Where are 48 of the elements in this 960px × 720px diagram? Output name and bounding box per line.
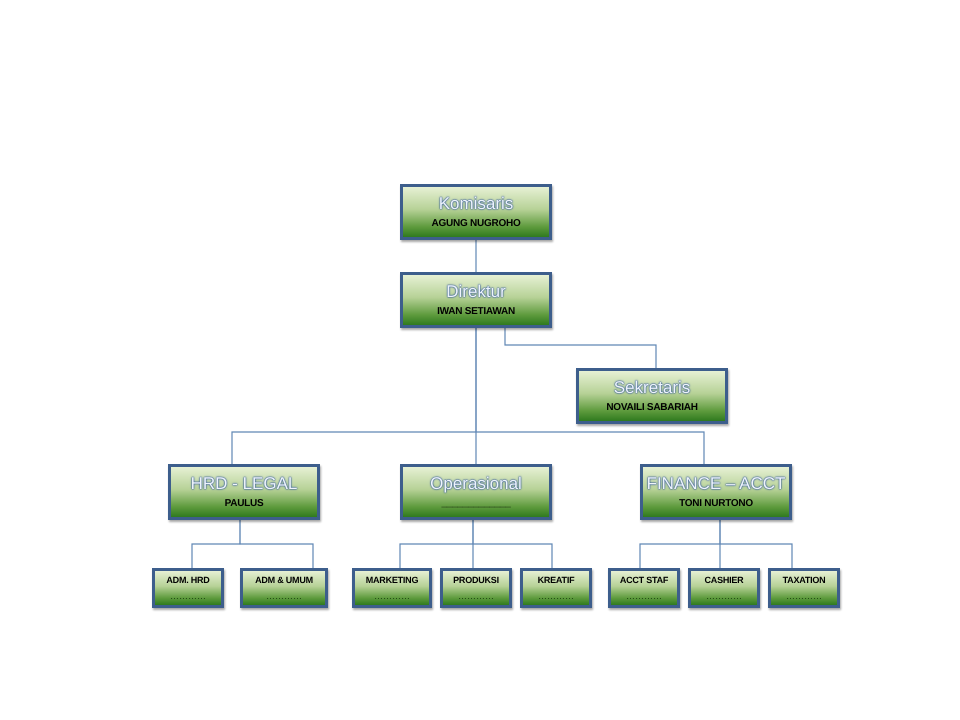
- placeholder-text: …………: [706, 590, 742, 602]
- person-name: NOVAILI SABARIAH: [606, 402, 698, 414]
- connector-line: [472, 520, 553, 568]
- unit-name: MARKETING: [366, 574, 418, 586]
- unit-name: ACCT STAF: [620, 574, 668, 586]
- connector-line: [239, 520, 314, 568]
- org-box: [240, 568, 328, 608]
- connector-line: [475, 328, 705, 464]
- org-box: [400, 184, 552, 240]
- person-name: IWAN SETIAWAN: [437, 306, 515, 318]
- org-box: [520, 568, 592, 608]
- unit-name: ADM & UMUM: [255, 574, 313, 586]
- person-name: TONI NURTONO: [679, 498, 753, 510]
- placeholder-text: …………: [374, 590, 410, 602]
- org-box: [168, 464, 320, 520]
- unit-name: PRODUKSI: [453, 574, 499, 586]
- person-name: PAULUS: [224, 498, 264, 510]
- unit-name: CASHIER: [704, 574, 744, 586]
- org-box: [640, 464, 792, 520]
- position-title: Komisaris: [438, 194, 514, 214]
- position-title: HRD - LEGAL: [190, 474, 298, 494]
- person-name: AGUNG NUGROHO: [432, 218, 520, 230]
- org-box: [400, 464, 552, 520]
- position-title: Operasional: [430, 474, 522, 494]
- connector-line: [719, 520, 793, 568]
- org-box: [576, 368, 728, 424]
- placeholder-text: …………: [538, 590, 574, 602]
- unit-name: TAXATION: [782, 574, 826, 586]
- unit-name: ADM. HRD: [166, 574, 210, 586]
- placeholder-text: …………: [458, 590, 494, 602]
- org-box: [352, 568, 432, 608]
- placeholder-text: …………: [626, 590, 662, 602]
- unit-name: KREATIF: [538, 574, 574, 586]
- connector-line: [475, 240, 477, 272]
- org-box: [608, 568, 680, 608]
- position-title: Direktur: [446, 282, 506, 302]
- org-box: [768, 568, 840, 608]
- position-title: FINANCE – ACCT: [646, 474, 786, 494]
- org-box: [152, 568, 224, 608]
- connector-line: [504, 328, 657, 368]
- org-box: [440, 568, 512, 608]
- placeholder-text: …………: [786, 590, 822, 602]
- person-name: _____________: [441, 498, 511, 510]
- placeholder-text: …………: [170, 590, 206, 602]
- position-title: Sekretaris: [614, 378, 690, 398]
- org-box: [400, 272, 552, 328]
- org-box: [688, 568, 760, 608]
- placeholder-text: …………: [266, 590, 302, 602]
